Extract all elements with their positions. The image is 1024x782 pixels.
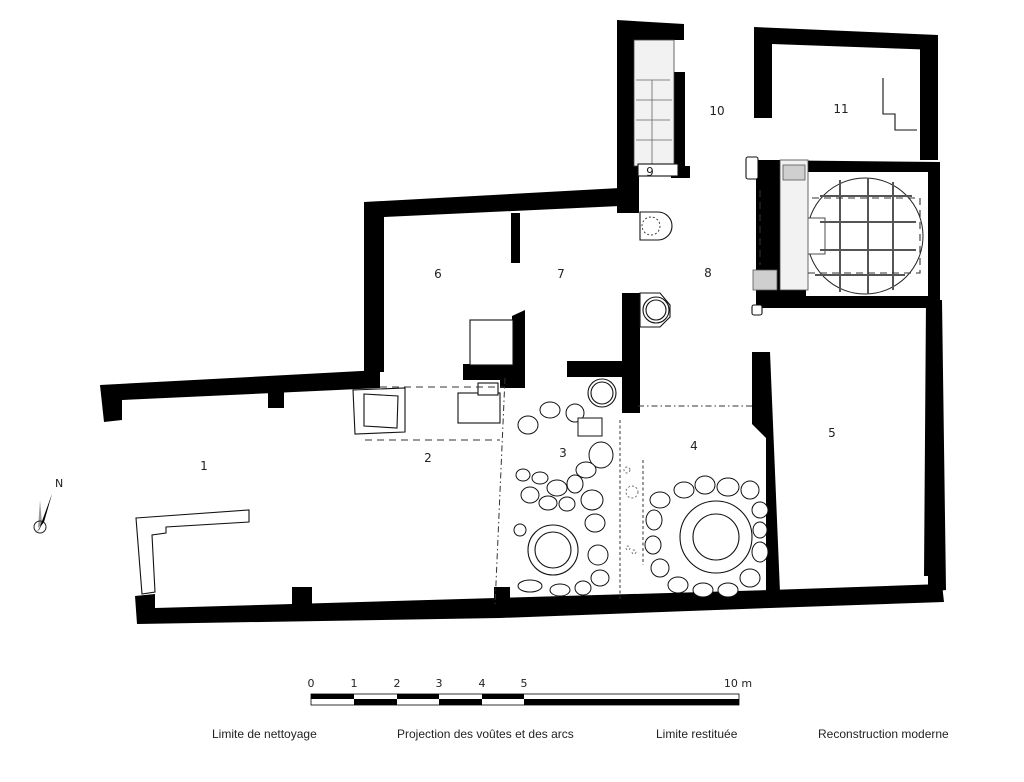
north-arrow-icon [33, 494, 52, 534]
scale-tick-5: 5 [520, 677, 528, 690]
room-9-masonry [633, 39, 679, 177]
mill-bases [639, 211, 673, 328]
oven [745, 156, 924, 316]
scale-tick-2: 2 [393, 677, 401, 690]
room-label-10: 10 [709, 104, 725, 118]
scale-tick-3: 3 [435, 677, 443, 690]
legend-label: Reconstruction moderne [818, 727, 949, 741]
room-label-11: 11 [833, 102, 849, 116]
scale-tick-10: 10 m [723, 677, 753, 690]
room-1-bench [135, 78, 917, 595]
room-label-5: 5 [828, 426, 836, 440]
room-label-2: 2 [424, 451, 432, 465]
north-label: N [55, 477, 64, 490]
room-label-6: 6 [434, 267, 442, 281]
legend-item-cleaning-limit: Limite de nettoyage [132, 727, 317, 741]
legend-item-vault-projection: Projection des voûtes et des arcs [321, 727, 574, 741]
room-label-4: 4 [690, 439, 698, 453]
scale-tick-1: 1 [350, 677, 358, 690]
scale-tick-4: 4 [478, 677, 486, 690]
legend-label: Projection des voûtes et des arcs [397, 727, 574, 741]
room-label-9: 9 [646, 165, 654, 179]
room-label-7: 7 [557, 267, 565, 281]
legend-label: Limite de nettoyage [212, 727, 317, 741]
room-4-paving [623, 405, 769, 598]
room-label-1: 1 [200, 459, 208, 473]
room-3-paving [513, 378, 621, 600]
legend-item-restored-limit: Limite restituée [580, 727, 737, 741]
room-2-features [352, 319, 514, 607]
legend-label: Limite restituée [656, 727, 738, 741]
room-label-3: 3 [559, 446, 567, 460]
walls [100, 20, 946, 624]
scale-tick-0: 0 [307, 677, 315, 690]
room-label-8: 8 [704, 266, 712, 280]
scale-bar [310, 693, 740, 706]
legend-item-modern-reconstruction: Reconstruction moderne [748, 727, 949, 741]
